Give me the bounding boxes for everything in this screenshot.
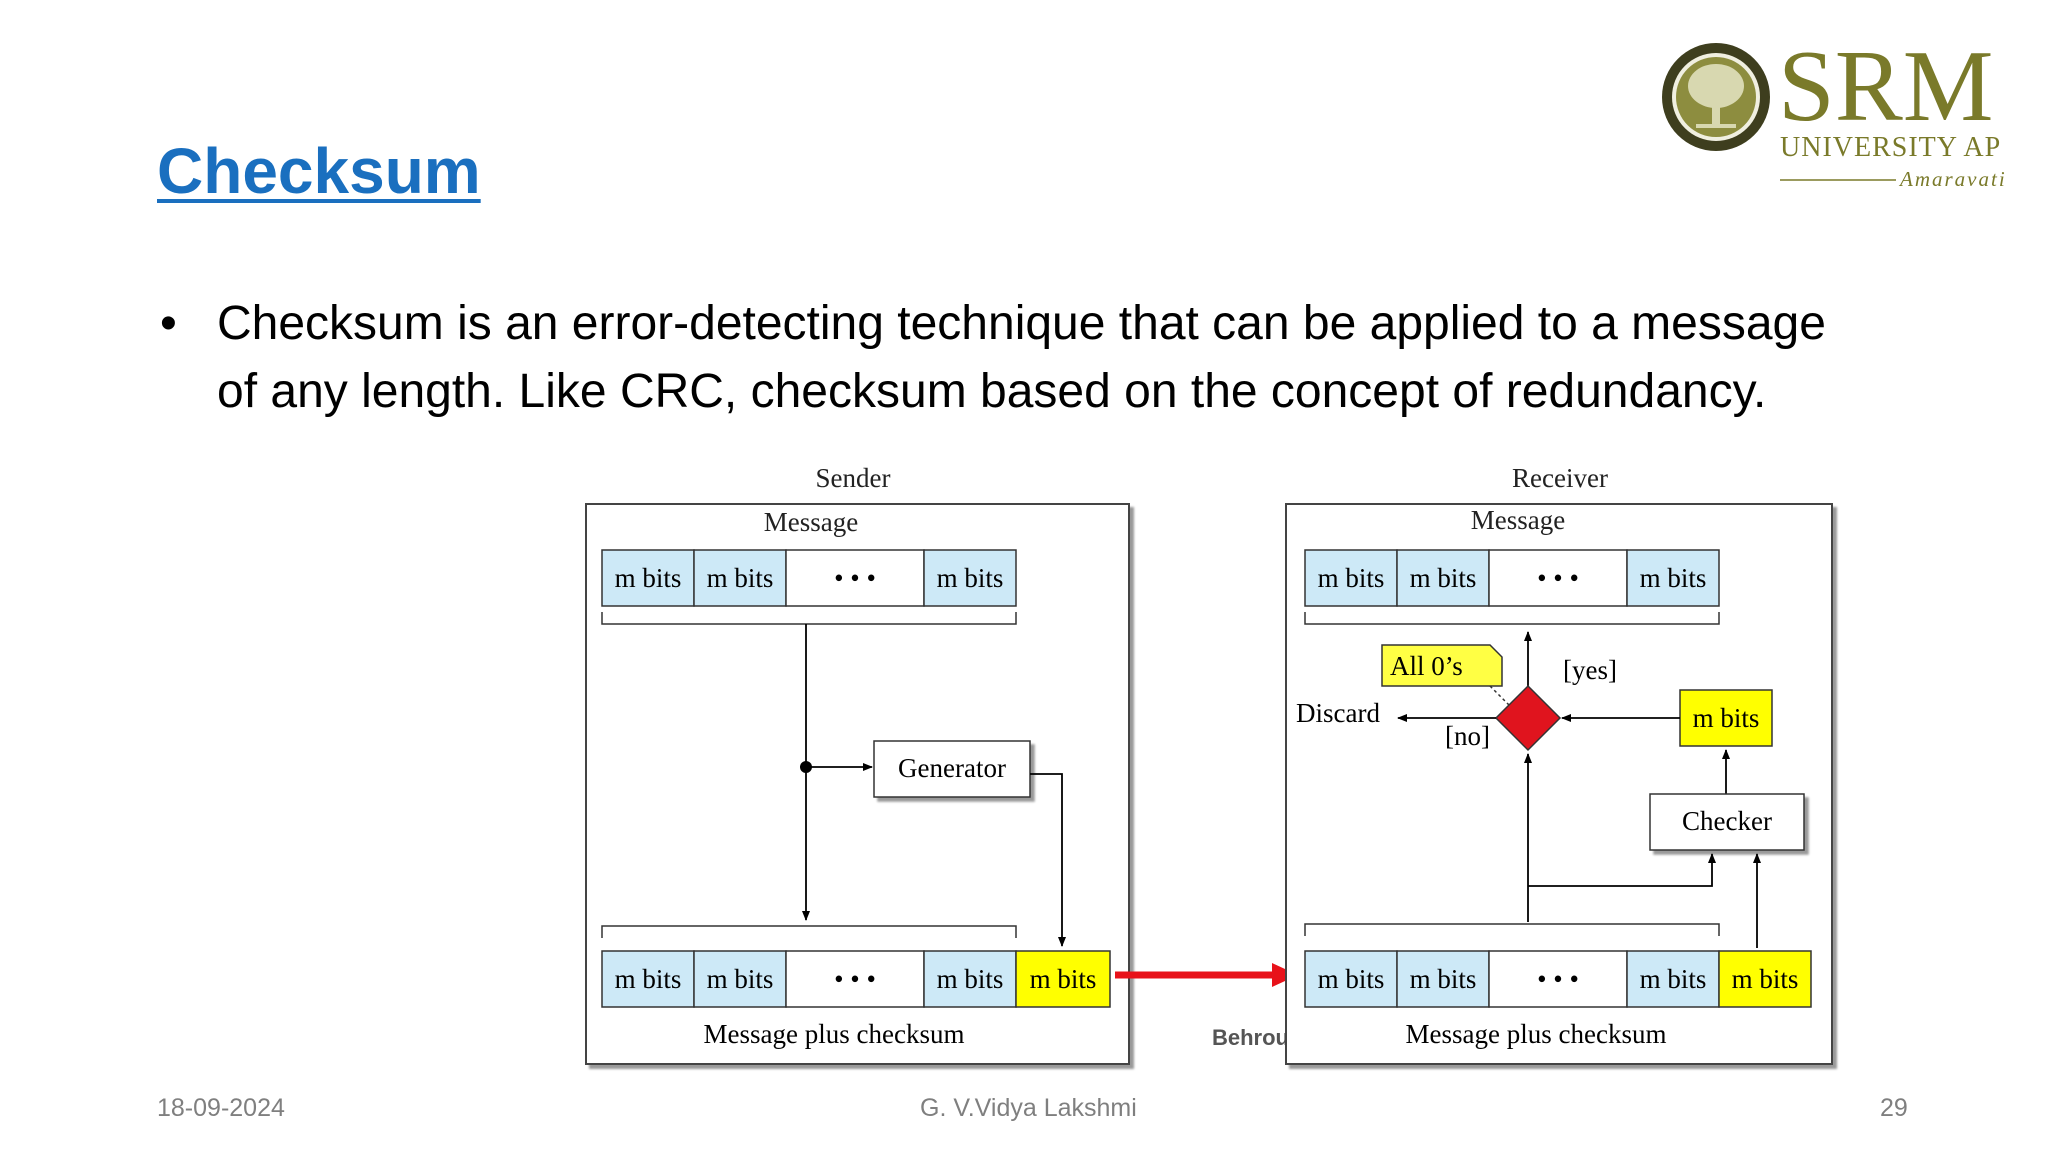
cell-label: m bits — [707, 964, 774, 994]
bullet-item: • Checksum is an error-detecting techniq… — [160, 290, 1860, 426]
discard-label: Discard — [1296, 698, 1380, 728]
cell-label: m bits — [1318, 563, 1385, 593]
logo-srm-text: SRM — [1778, 30, 1993, 143]
bullet-text: Checksum is an error-detecting technique… — [217, 297, 1826, 418]
cell-label: m bits — [1640, 964, 1707, 994]
dots-label: • • • — [834, 563, 876, 593]
cell-label: m bits — [615, 964, 682, 994]
dots-label: • • • — [1537, 563, 1579, 593]
generator-label: Generator — [898, 753, 1006, 783]
yes-label: [yes] — [1563, 655, 1617, 685]
checker-label: Checker — [1682, 806, 1772, 836]
sender-message-row: m bits m bits • • • m bits — [601, 549, 1017, 607]
dots-label: • • • — [1537, 964, 1579, 994]
cell-label: m bits — [707, 563, 774, 593]
receiver-label: Receiver — [1512, 463, 1608, 493]
receiver-plus-checksum-label: Message plus checksum — [1406, 1019, 1667, 1049]
cell-label: m bits — [937, 563, 1004, 593]
no-label: [no] — [1445, 721, 1490, 751]
checksum-cell-label: m bits — [1030, 964, 1097, 994]
cell-label: m bits — [1318, 964, 1385, 994]
bullet-dot-icon: • — [160, 297, 177, 350]
srm-university-logo: SRM UNIVERSITY AP Amaravati — [1662, 30, 2007, 191]
cell-label: m bits — [937, 964, 1004, 994]
all-zeros-note — [1381, 644, 1503, 687]
logo-amaravati-text: Amaravati — [1898, 167, 2007, 191]
decision-diamond — [1494, 684, 1562, 752]
footer-page-number: 29 — [1880, 1094, 1908, 1122]
all-zeros-label: All 0’s — [1390, 651, 1463, 681]
cell-label: m bits — [615, 563, 682, 593]
footer-author: G. V.Vidya Lakshmi — [920, 1094, 1137, 1122]
footer-date: 18-09-2024 — [157, 1094, 285, 1122]
checksum-cell-label: m bits — [1732, 964, 1799, 994]
checksum-result-box — [1679, 689, 1773, 747]
cell-label: m bits — [1640, 563, 1707, 593]
sender-label: Sender — [816, 463, 891, 493]
watermark-text: Behrou — [1212, 1025, 1289, 1050]
sender-message-label: Message — [764, 507, 858, 537]
checksum-result-label: m bits — [1693, 703, 1760, 733]
receiver-message-row: m bits m bits • • • m bits — [1304, 549, 1720, 607]
sender-checksum-row: m bits m bits • • • m bits m bits — [601, 950, 1111, 1008]
logo-university-text: UNIVERSITY AP — [1780, 132, 2001, 163]
receiver-checksum-row: m bits m bits • • • m bits m bits — [1304, 950, 1812, 1008]
university-seal-icon — [1662, 43, 1770, 151]
checker-box — [1649, 793, 1805, 851]
generator-box — [873, 740, 1031, 798]
cell-label: m bits — [1410, 563, 1477, 593]
sender-plus-checksum-label: Message plus checksum — [704, 1019, 965, 1049]
receiver-message-label: Message — [1471, 505, 1565, 535]
dots-label: • • • — [834, 964, 876, 994]
slide-title: Checksum — [157, 135, 481, 207]
cell-label: m bits — [1410, 964, 1477, 994]
